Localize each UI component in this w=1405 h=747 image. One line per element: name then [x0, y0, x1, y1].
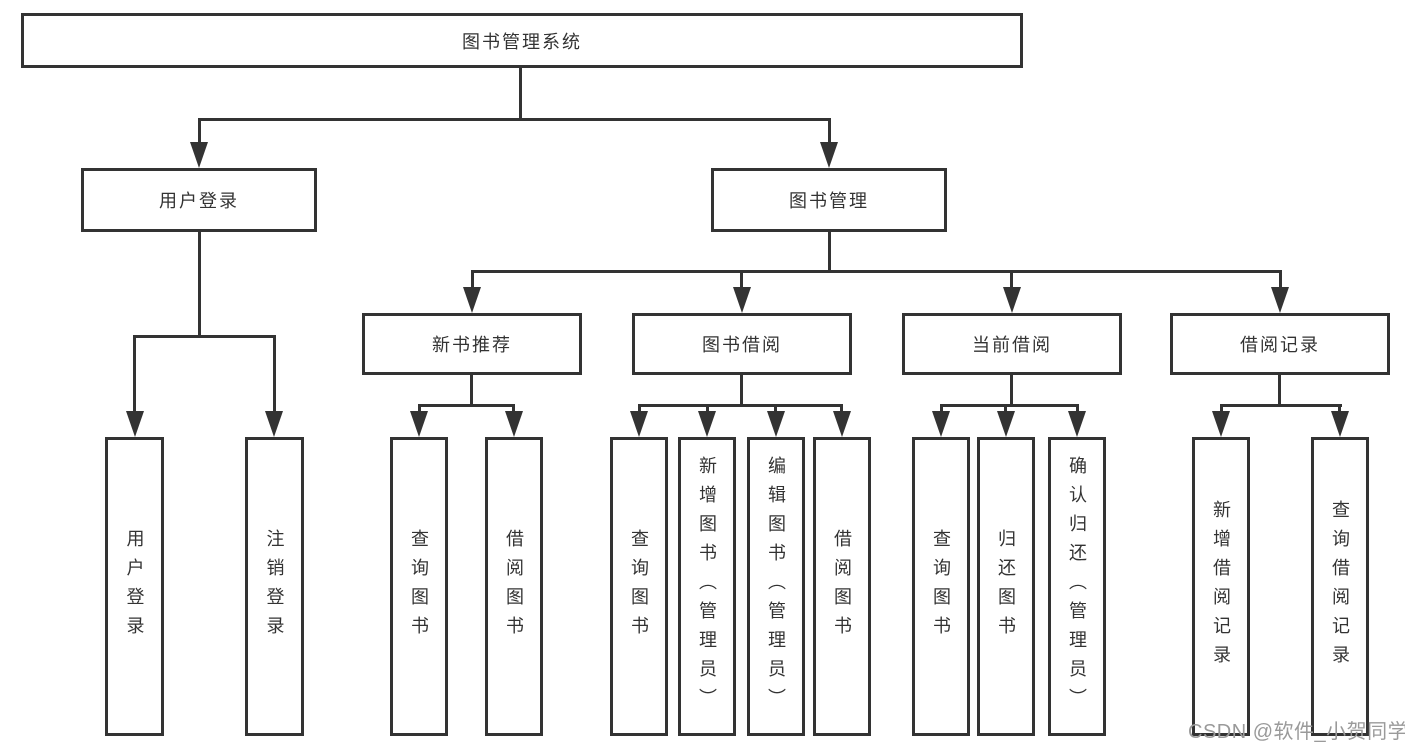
node-label: 图书管理系统 — [462, 31, 582, 52]
connector-line — [133, 335, 136, 413]
connector-line — [1220, 404, 1342, 407]
leaf-logout: 注销登录 — [245, 437, 304, 736]
leaf-borrow-borrow-book: 借阅图书 — [813, 437, 871, 736]
leaf-label: 归还图书 — [996, 528, 1016, 645]
node-label: 图书管理 — [789, 191, 869, 211]
connector-line — [1010, 270, 1013, 292]
leaf-label: 借阅图书 — [504, 528, 524, 645]
connector-line — [470, 375, 473, 406]
connector-arrow-down-icon — [820, 142, 838, 168]
connector-line — [519, 68, 522, 121]
leaf-current-query-book: 查询图书 — [912, 437, 970, 736]
connector-line — [774, 404, 777, 416]
leaf-record-add-record: 新增借阅记录 — [1192, 437, 1250, 736]
connector-line — [828, 118, 831, 146]
connector-line — [512, 404, 515, 416]
connector-line — [1076, 404, 1079, 416]
connector-line — [828, 232, 831, 272]
connector-line — [418, 404, 515, 407]
leaf-label: 新增借阅记录 — [1211, 499, 1231, 674]
connector-line — [198, 118, 831, 121]
leaf-newbook-query-book: 查询图书 — [390, 437, 448, 736]
connector-arrow-down-icon — [767, 411, 785, 437]
connector-line — [940, 404, 1079, 407]
connector-line — [471, 270, 474, 292]
connector-line — [1004, 404, 1007, 416]
node-borrow-record: 借阅记录 — [1170, 313, 1390, 375]
connector-arrow-down-icon — [1068, 411, 1086, 437]
connector-arrow-down-icon — [997, 411, 1015, 437]
leaf-borrow-edit-book-admin: 编辑图书（管理员） — [747, 437, 805, 736]
connector-arrow-down-icon — [463, 287, 481, 313]
leaf-borrow-query-book: 查询图书 — [610, 437, 668, 736]
leaf-newbook-borrow-book: 借阅图书 — [485, 437, 543, 736]
node-user-login: 用户登录 — [81, 168, 317, 232]
leaf-label: 查询图书 — [931, 528, 951, 645]
connector-line — [133, 335, 276, 338]
connector-line — [638, 404, 641, 416]
leaf-label: 用户登录 — [124, 528, 145, 645]
connector-arrow-down-icon — [733, 287, 751, 313]
connector-line — [1278, 375, 1281, 406]
connector-line — [638, 404, 842, 407]
connector-line — [706, 404, 709, 416]
connector-line — [1220, 404, 1223, 416]
connector-line — [840, 404, 843, 416]
leaf-label: 注销登录 — [264, 528, 285, 645]
connector-arrow-down-icon — [265, 411, 283, 437]
leaf-label: 查询借阅记录 — [1330, 499, 1350, 674]
connector-line — [198, 232, 201, 337]
node-book-borrow: 图书借阅 — [632, 313, 852, 375]
connector-line — [940, 404, 943, 416]
leaf-label: 查询图书 — [629, 528, 649, 645]
node-book-management: 图书管理 — [711, 168, 947, 232]
connector-arrow-down-icon — [1271, 287, 1289, 313]
leaf-label: 查询图书 — [409, 528, 429, 645]
connector-line — [418, 404, 421, 416]
leaf-user-login: 用户登录 — [105, 437, 164, 736]
connector-arrow-down-icon — [932, 411, 950, 437]
node-new-book-recommend: 新书推荐 — [362, 313, 582, 375]
leaf-record-query-record: 查询借阅记录 — [1311, 437, 1369, 736]
node-label: 新书推荐 — [432, 335, 512, 355]
leaf-current-confirm-return-admin: 确认归还（管理员） — [1048, 437, 1106, 736]
node-label: 借阅记录 — [1240, 335, 1320, 355]
connector-arrow-down-icon — [833, 411, 851, 437]
connector-arrow-down-icon — [630, 411, 648, 437]
connector-line — [740, 375, 743, 406]
node-root-system: 图书管理系统 — [21, 13, 1023, 68]
leaf-borrow-add-book-admin: 新增图书（管理员） — [678, 437, 736, 736]
connector-arrow-down-icon — [505, 411, 523, 437]
connector-arrow-down-icon — [1003, 287, 1021, 313]
connector-line — [1279, 270, 1282, 292]
leaf-label: 确认归还（管理员） — [1067, 456, 1087, 717]
connector-line — [273, 335, 276, 413]
connector-line — [198, 118, 201, 146]
leaf-current-return-book: 归还图书 — [977, 437, 1035, 736]
connector-line — [1338, 404, 1341, 416]
connector-arrow-down-icon — [126, 411, 144, 437]
leaf-label: 编辑图书（管理员） — [766, 456, 786, 717]
node-label: 用户登录 — [159, 191, 239, 211]
connector-line — [471, 270, 1281, 273]
connector-line — [740, 270, 743, 292]
connector-arrow-down-icon — [410, 411, 428, 437]
node-label: 当前借阅 — [972, 335, 1052, 355]
connector-arrow-down-icon — [1331, 411, 1349, 437]
leaf-label: 新增图书（管理员） — [697, 456, 717, 717]
connector-arrow-down-icon — [190, 142, 208, 168]
leaf-label: 借阅图书 — [832, 528, 852, 645]
node-label: 图书借阅 — [702, 335, 782, 355]
connector-line — [1010, 375, 1013, 406]
connector-arrow-down-icon — [698, 411, 716, 437]
connector-arrow-down-icon — [1212, 411, 1230, 437]
node-current-borrow: 当前借阅 — [902, 313, 1122, 375]
csdn-watermark: CSDN @软件_小贺同学 — [1188, 721, 1405, 743]
